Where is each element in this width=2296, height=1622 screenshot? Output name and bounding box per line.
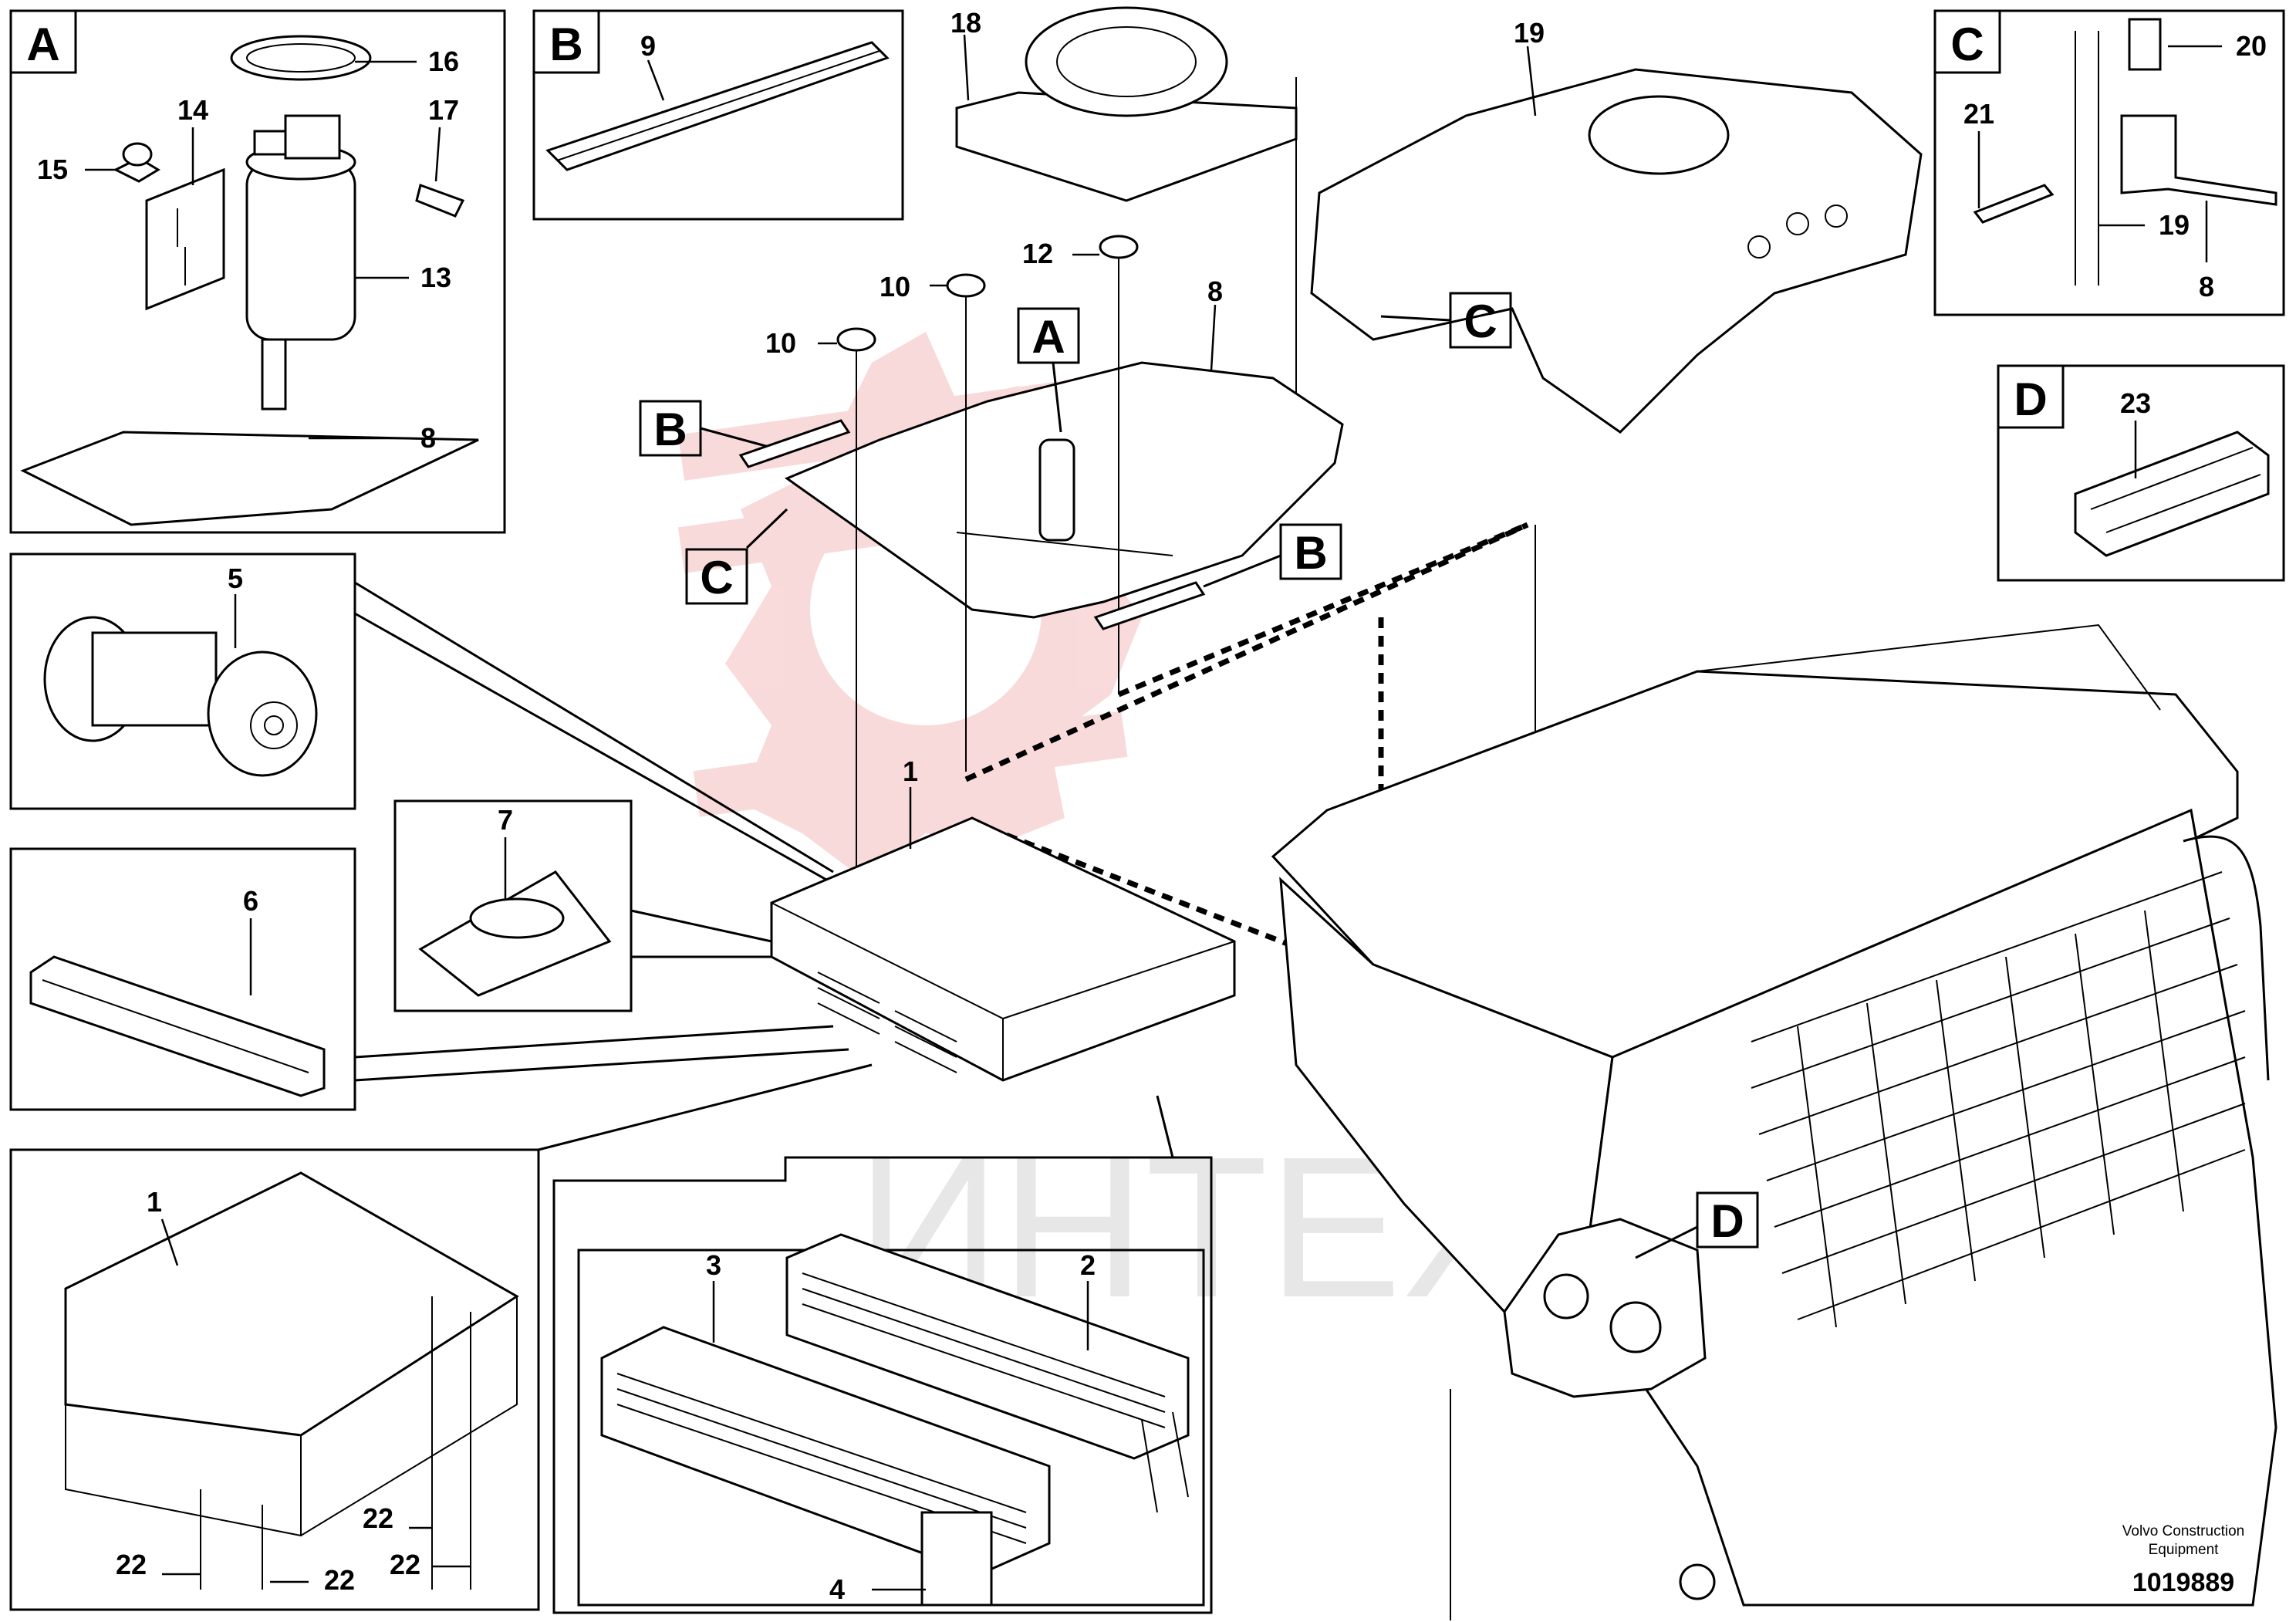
company-line-1: Volvo Construction [2122, 1523, 2244, 1539]
detail-box-d: D 23 [1997, 364, 2285, 582]
callout-8-a: 8 [420, 422, 436, 454]
callout-22-d: 22 [390, 1549, 420, 1580]
callout-1-hoses: 1 [147, 1186, 162, 1218]
callout-16: 16 [428, 46, 459, 77]
marker-a: A [1032, 311, 1065, 363]
callout-10-a: 10 [765, 327, 796, 359]
callout-15: 15 [37, 154, 68, 185]
filter-box: 6 [9, 847, 356, 1111]
callout-14: 14 [177, 94, 208, 126]
callout-17: 17 [428, 94, 459, 126]
callout-5: 5 [228, 563, 243, 594]
cores-box: 3 2 4 [552, 1156, 1213, 1614]
marker-d: D [1710, 1195, 1744, 1247]
blower-box: 5 [9, 552, 356, 810]
detail-box-b: B 9 [532, 9, 904, 221]
detail-box-c: C 20 21 19 8 [1933, 9, 2285, 316]
callout-20: 20 [2236, 30, 2267, 62]
callout-3: 3 [706, 1249, 721, 1281]
footer: Volvo Construction Equipment 1019889 [2122, 1523, 2244, 1597]
callout-19-c: 19 [2159, 209, 2190, 241]
callout-2: 2 [1080, 1249, 1096, 1281]
callout-23: 23 [2120, 387, 2151, 419]
detail-connectors [354, 581, 1174, 1158]
detail-c-label: C [1950, 19, 1984, 70]
callout-7: 7 [498, 804, 513, 836]
callout-22-c: 22 [363, 1502, 393, 1534]
callout-4: 4 [829, 1573, 845, 1605]
callout-8-main: 8 [1207, 275, 1223, 307]
callout-18: 18 [950, 7, 981, 39]
cab-grille [1751, 871, 2246, 1328]
callout-10-b: 10 [880, 271, 910, 302]
detail-box-a: A 16 14 17 15 13 8 [9, 9, 506, 534]
hoses-box: 1 22 22 22 22 [9, 1148, 540, 1611]
marker-c-hood: C [1464, 296, 1497, 347]
drawing-number: 1019889 [2132, 1568, 2234, 1597]
detail-a-label: A [26, 19, 59, 70]
callout-22-a: 22 [116, 1549, 147, 1580]
section-markers: A B B C C D [639, 292, 1759, 1259]
detail-b-label: B [549, 19, 582, 70]
callout-8-c: 8 [2199, 271, 2214, 302]
marker-b-right: B [1294, 527, 1327, 579]
marker-c-left: C [700, 552, 733, 603]
main-assembly: 18 19 8 10 10 12 [765, 6, 2277, 1620]
callout-6: 6 [243, 885, 258, 917]
callout-21: 21 [1963, 98, 1994, 130]
callout-9: 9 [640, 30, 656, 62]
callout-13: 13 [420, 262, 451, 293]
callout-22-b: 22 [324, 1564, 355, 1596]
detail-d-label: D [2014, 373, 2047, 425]
callout-1-main: 1 [903, 755, 918, 787]
valve-box: 7 [393, 799, 633, 1012]
callout-19: 19 [1514, 17, 1545, 49]
marker-b-left: B [653, 404, 687, 455]
callout-12: 12 [1022, 238, 1053, 269]
company-line-2: Equipment [2149, 1542, 2220, 1558]
